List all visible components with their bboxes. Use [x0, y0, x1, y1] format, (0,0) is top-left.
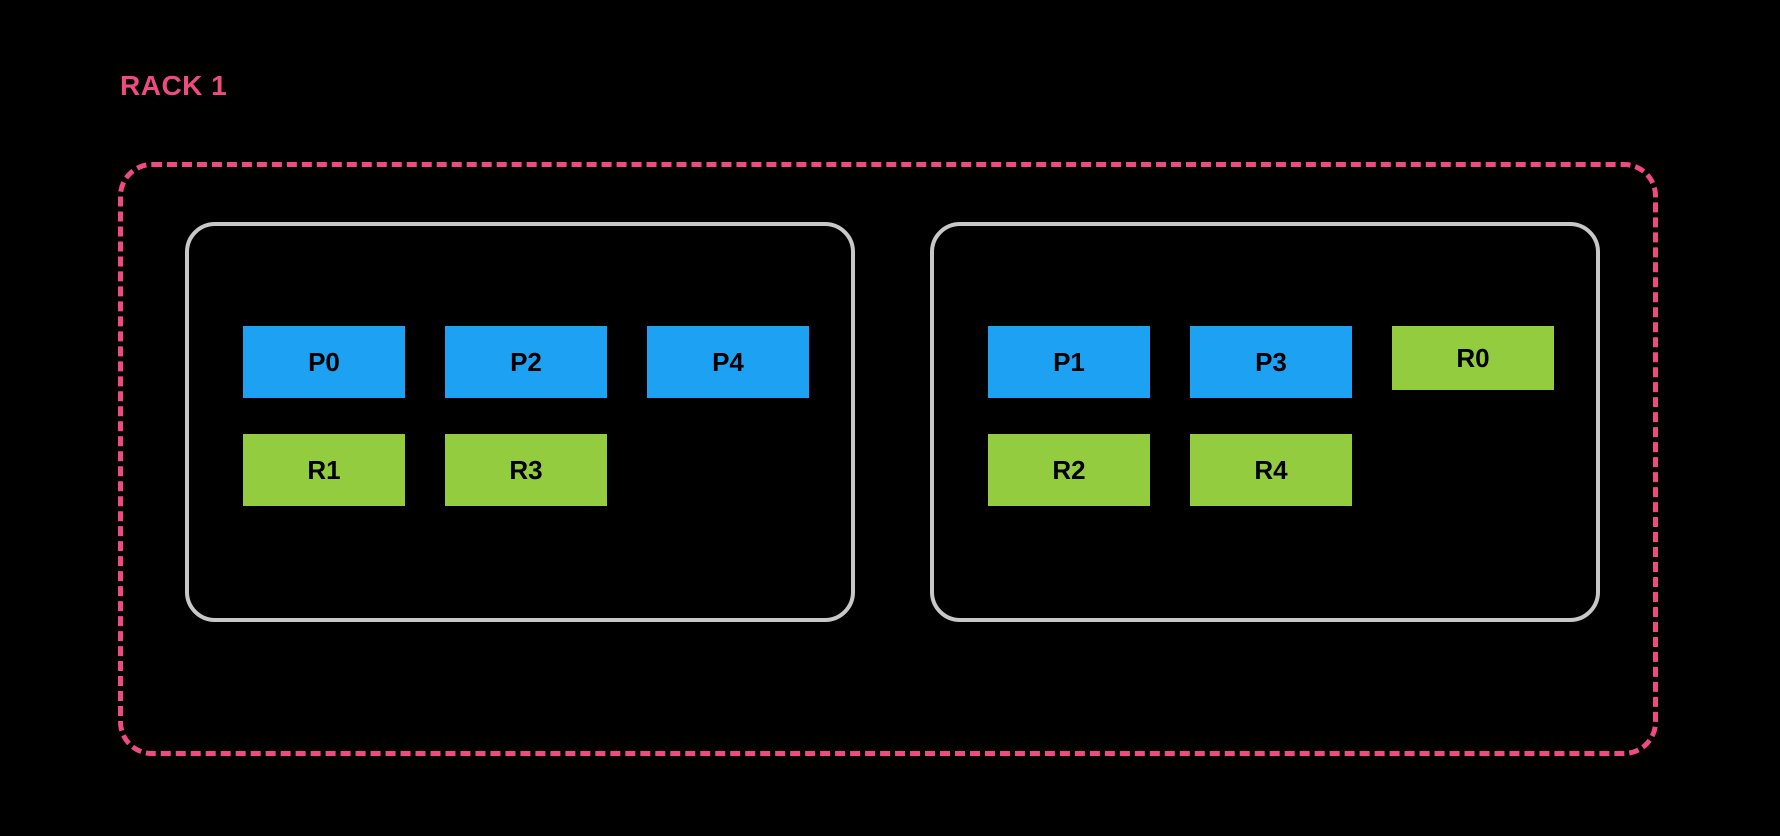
- chip-p4[interactable]: P4: [647, 326, 809, 398]
- chip-r2[interactable]: R2: [988, 434, 1150, 506]
- rack-label: RACK 1: [120, 70, 228, 101]
- chip-p0[interactable]: P0: [243, 326, 405, 398]
- chip-p2[interactable]: P2: [445, 326, 607, 398]
- host-right-partitions-row: P1 P3 R0: [988, 326, 1596, 398]
- host-left-rows: P0 P2 P4 R1 R3: [189, 226, 851, 618]
- chip-r3[interactable]: R3: [445, 434, 607, 506]
- host-left-replicas-row: R1 R3: [243, 434, 851, 506]
- host-box-right: P1 P3 R0 R2 R4: [930, 222, 1600, 622]
- host-box-left: P0 P2 P4 R1 R3: [185, 222, 855, 622]
- chip-p3[interactable]: P3: [1190, 326, 1352, 398]
- host-right-replicas-row: R2 R4: [988, 434, 1596, 506]
- rack-boundary: [118, 162, 1658, 756]
- host-right-rows: P1 P3 R0 R2 R4: [934, 226, 1596, 618]
- chip-p1[interactable]: P1: [988, 326, 1150, 398]
- chip-r0[interactable]: R0: [1392, 326, 1554, 390]
- chip-r1[interactable]: R1: [243, 434, 405, 506]
- chip-r4[interactable]: R4: [1190, 434, 1352, 506]
- host-left-partitions-row: P0 P2 P4: [243, 326, 851, 398]
